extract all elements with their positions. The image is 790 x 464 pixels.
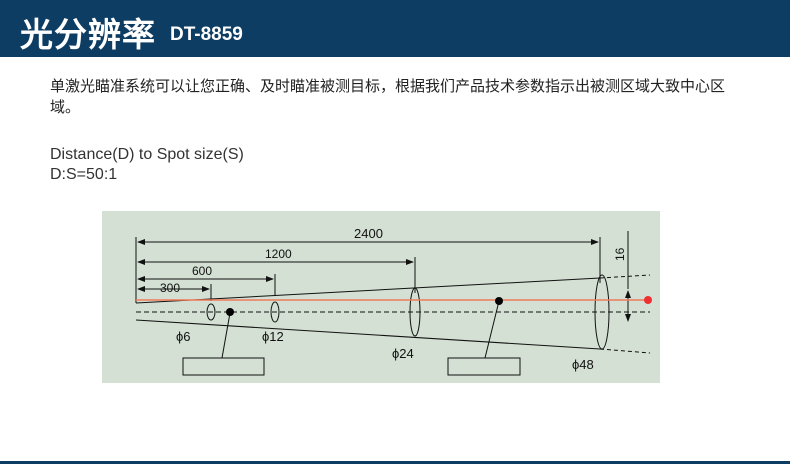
ratio-label: Distance(D) to Spot size(S) [50,146,244,163]
ratio-info: Distance(D) to Spot size(S) D:S=50:1 [50,145,244,185]
spot-24 [409,287,421,337]
label-spot-48: ϕ48 [572,357,594,372]
label-offset: 16 [613,247,627,261]
spot-48 [594,274,610,350]
label-600: 600 [192,264,212,278]
spot-12 [270,301,280,323]
target-point-2 [495,297,503,305]
label-spot-6: ϕ6 [176,329,191,344]
label-spot-12: ϕ12 [262,329,284,344]
description-text: 单激光瞄准系统可以让您正确、及时瞄准被测目标，根据我们产品技术参数指示出被测区域… [50,77,726,116]
label-2400: 2400 [354,226,383,241]
spot-size-diagram: 2400 1200 600 300 ϕ6 ϕ12 ϕ24 ϕ48 16 [102,211,660,383]
target-box-1 [182,357,265,376]
model-number: DT-8859 [170,24,243,45]
label-300: 300 [160,281,180,295]
label-1200: 1200 [265,247,292,261]
beam-upper-edge [135,277,601,304]
header-bar: 光分辨率 DT-8859 [0,0,790,57]
bottom-divider [0,461,790,464]
beam-lower-edge [135,319,601,350]
label-spot-24: ϕ24 [392,346,414,361]
page-title: 光分辨率 [20,15,156,54]
laser-dot-icon [644,296,652,304]
spot-6 [206,303,216,321]
target-box-2 [447,357,521,376]
ratio-value: D:S=50:1 [50,166,118,183]
target-point-1 [226,308,234,316]
